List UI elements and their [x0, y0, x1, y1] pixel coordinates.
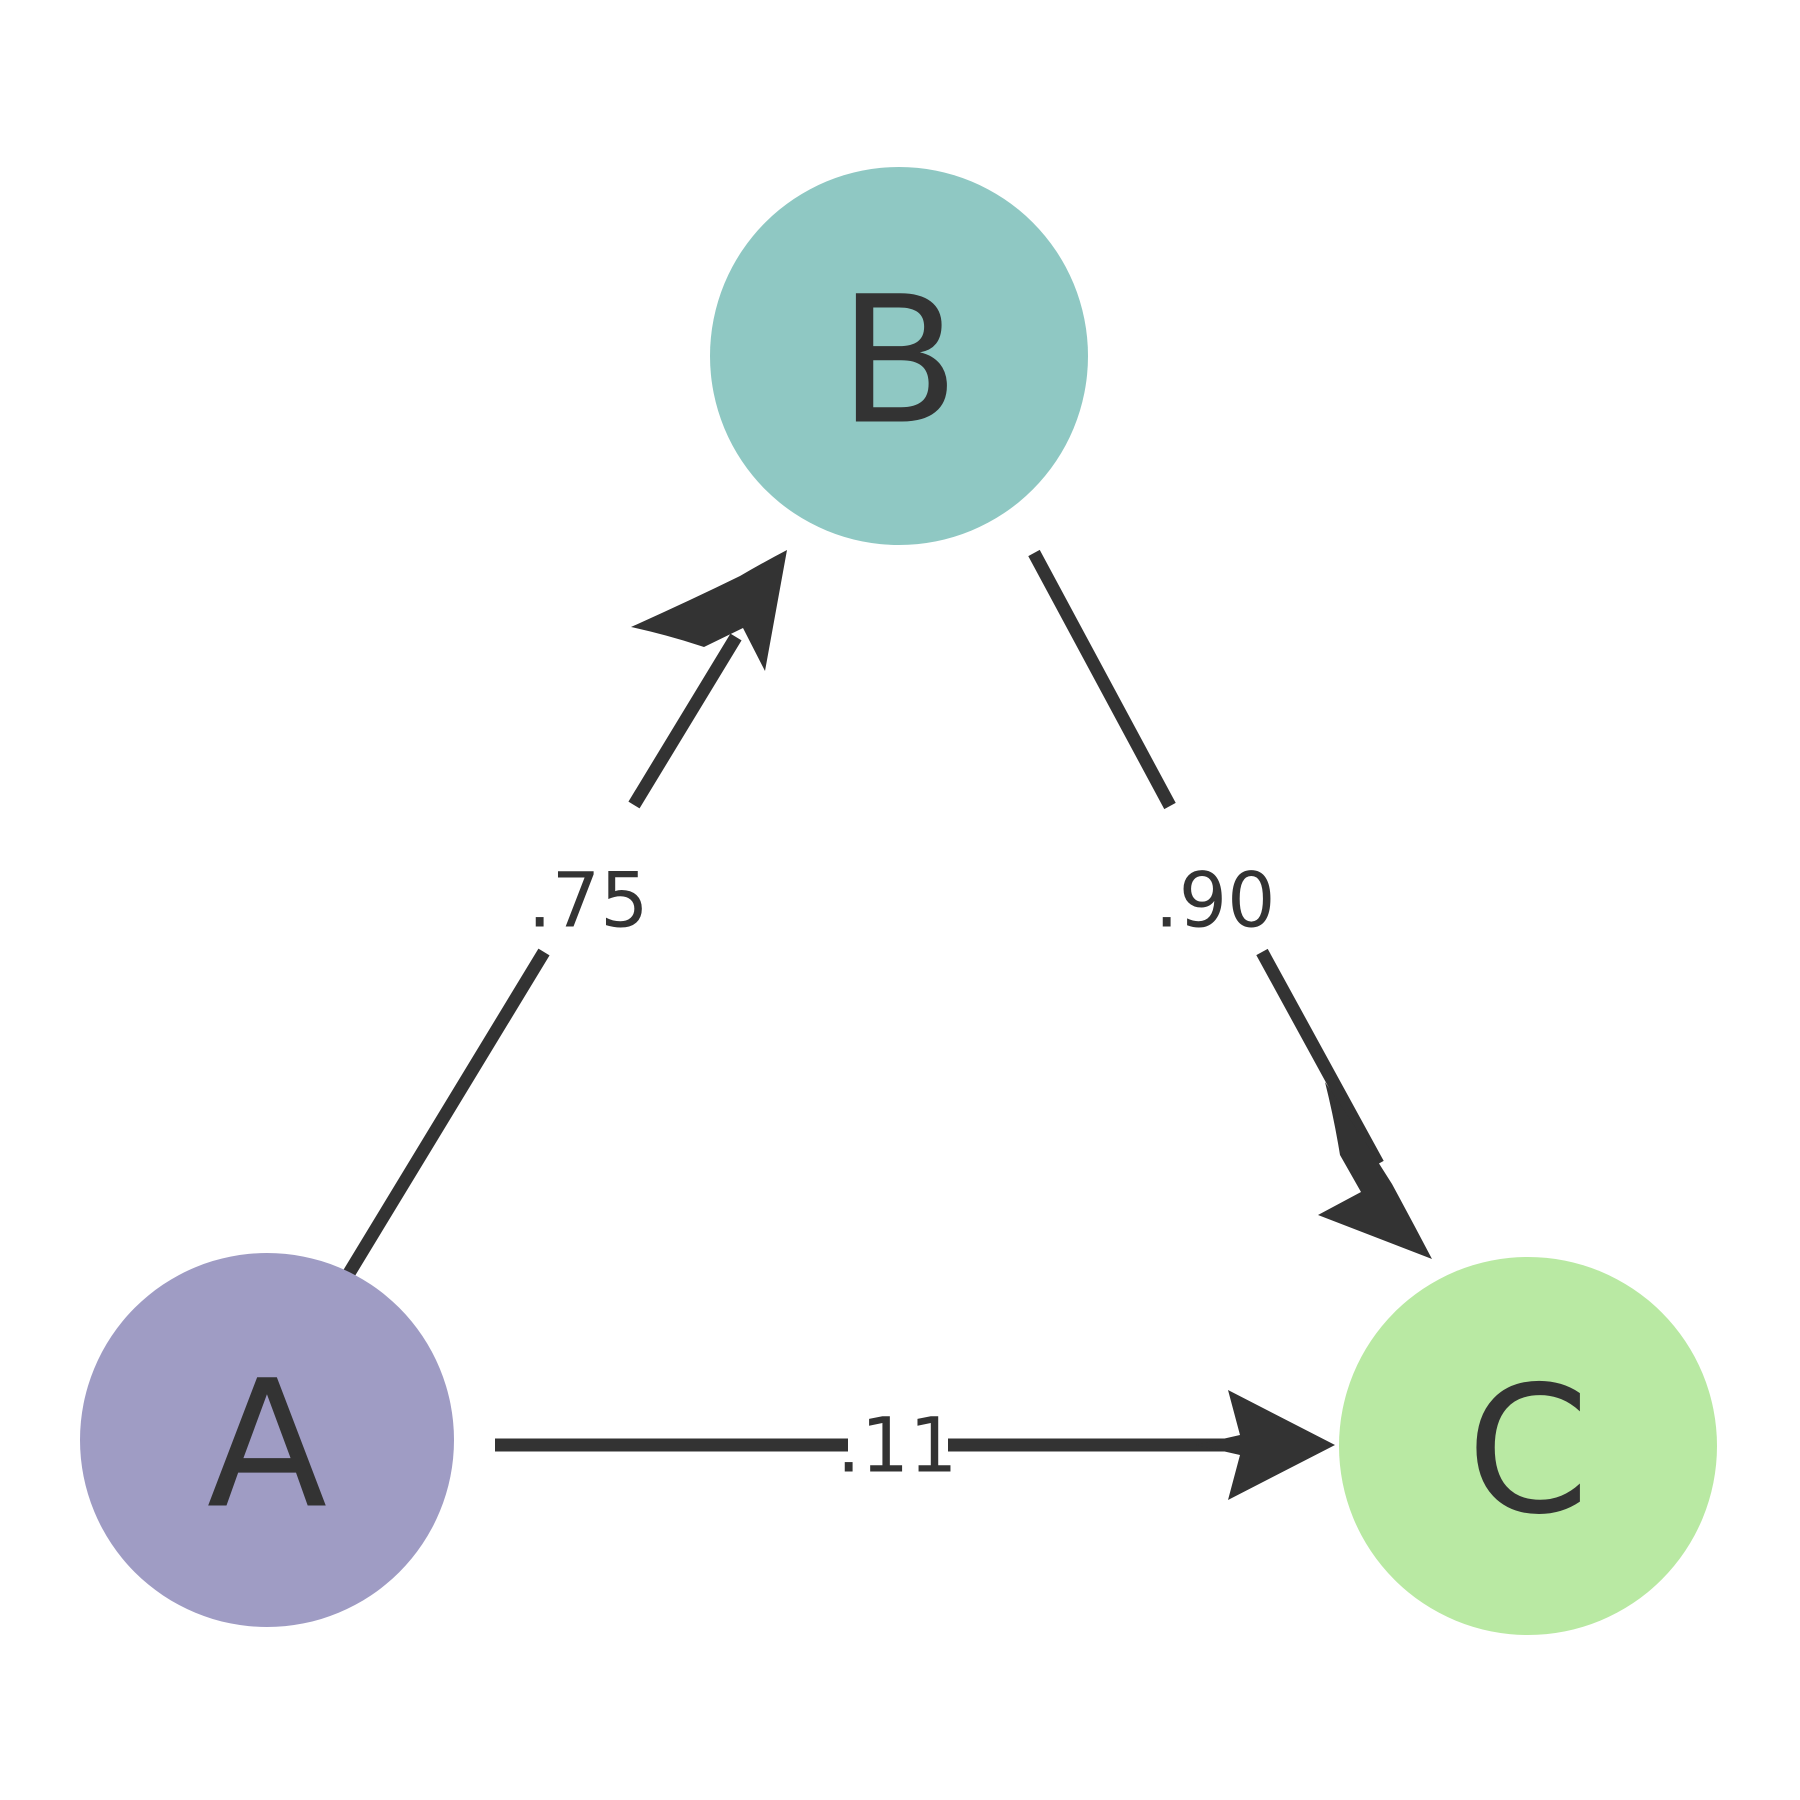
node-c-circle[interactable]: [1339, 1257, 1717, 1635]
edge-a-to-c[interactable]: [495, 1390, 1335, 1500]
edge-a-to-b-arrowhead: [631, 550, 787, 671]
edge-b-to-c-arrowhead: [1318, 1082, 1432, 1259]
node-c[interactable]: C: [1339, 1257, 1717, 1635]
edge-b-to-c-line-upper: [1028, 549, 1176, 810]
edge-a-to-c-arrowhead: [1196, 1390, 1335, 1500]
edge-a-to-b[interactable]: [331, 550, 787, 1297]
edge-a-to-c-label: .11: [837, 1401, 958, 1490]
edge-a-to-b-line-lower: [331, 948, 550, 1297]
node-a[interactable]: A: [80, 1253, 454, 1627]
edge-a-to-b-label: .75: [528, 856, 649, 945]
node-a-label: A: [207, 1343, 327, 1548]
edge-a-to-b-line-upper: [628, 633, 742, 809]
edge-b-to-c-line-lower: [1256, 948, 1384, 1168]
node-c-label: C: [1467, 1349, 1590, 1554]
node-b-circle[interactable]: [710, 167, 1088, 545]
node-a-circle[interactable]: [80, 1253, 454, 1627]
edge-b-to-c-label: .90: [1155, 856, 1276, 945]
node-b-label: B: [839, 259, 960, 464]
edge-b-to-c[interactable]: [1028, 549, 1432, 1259]
node-b[interactable]: B: [710, 167, 1088, 545]
